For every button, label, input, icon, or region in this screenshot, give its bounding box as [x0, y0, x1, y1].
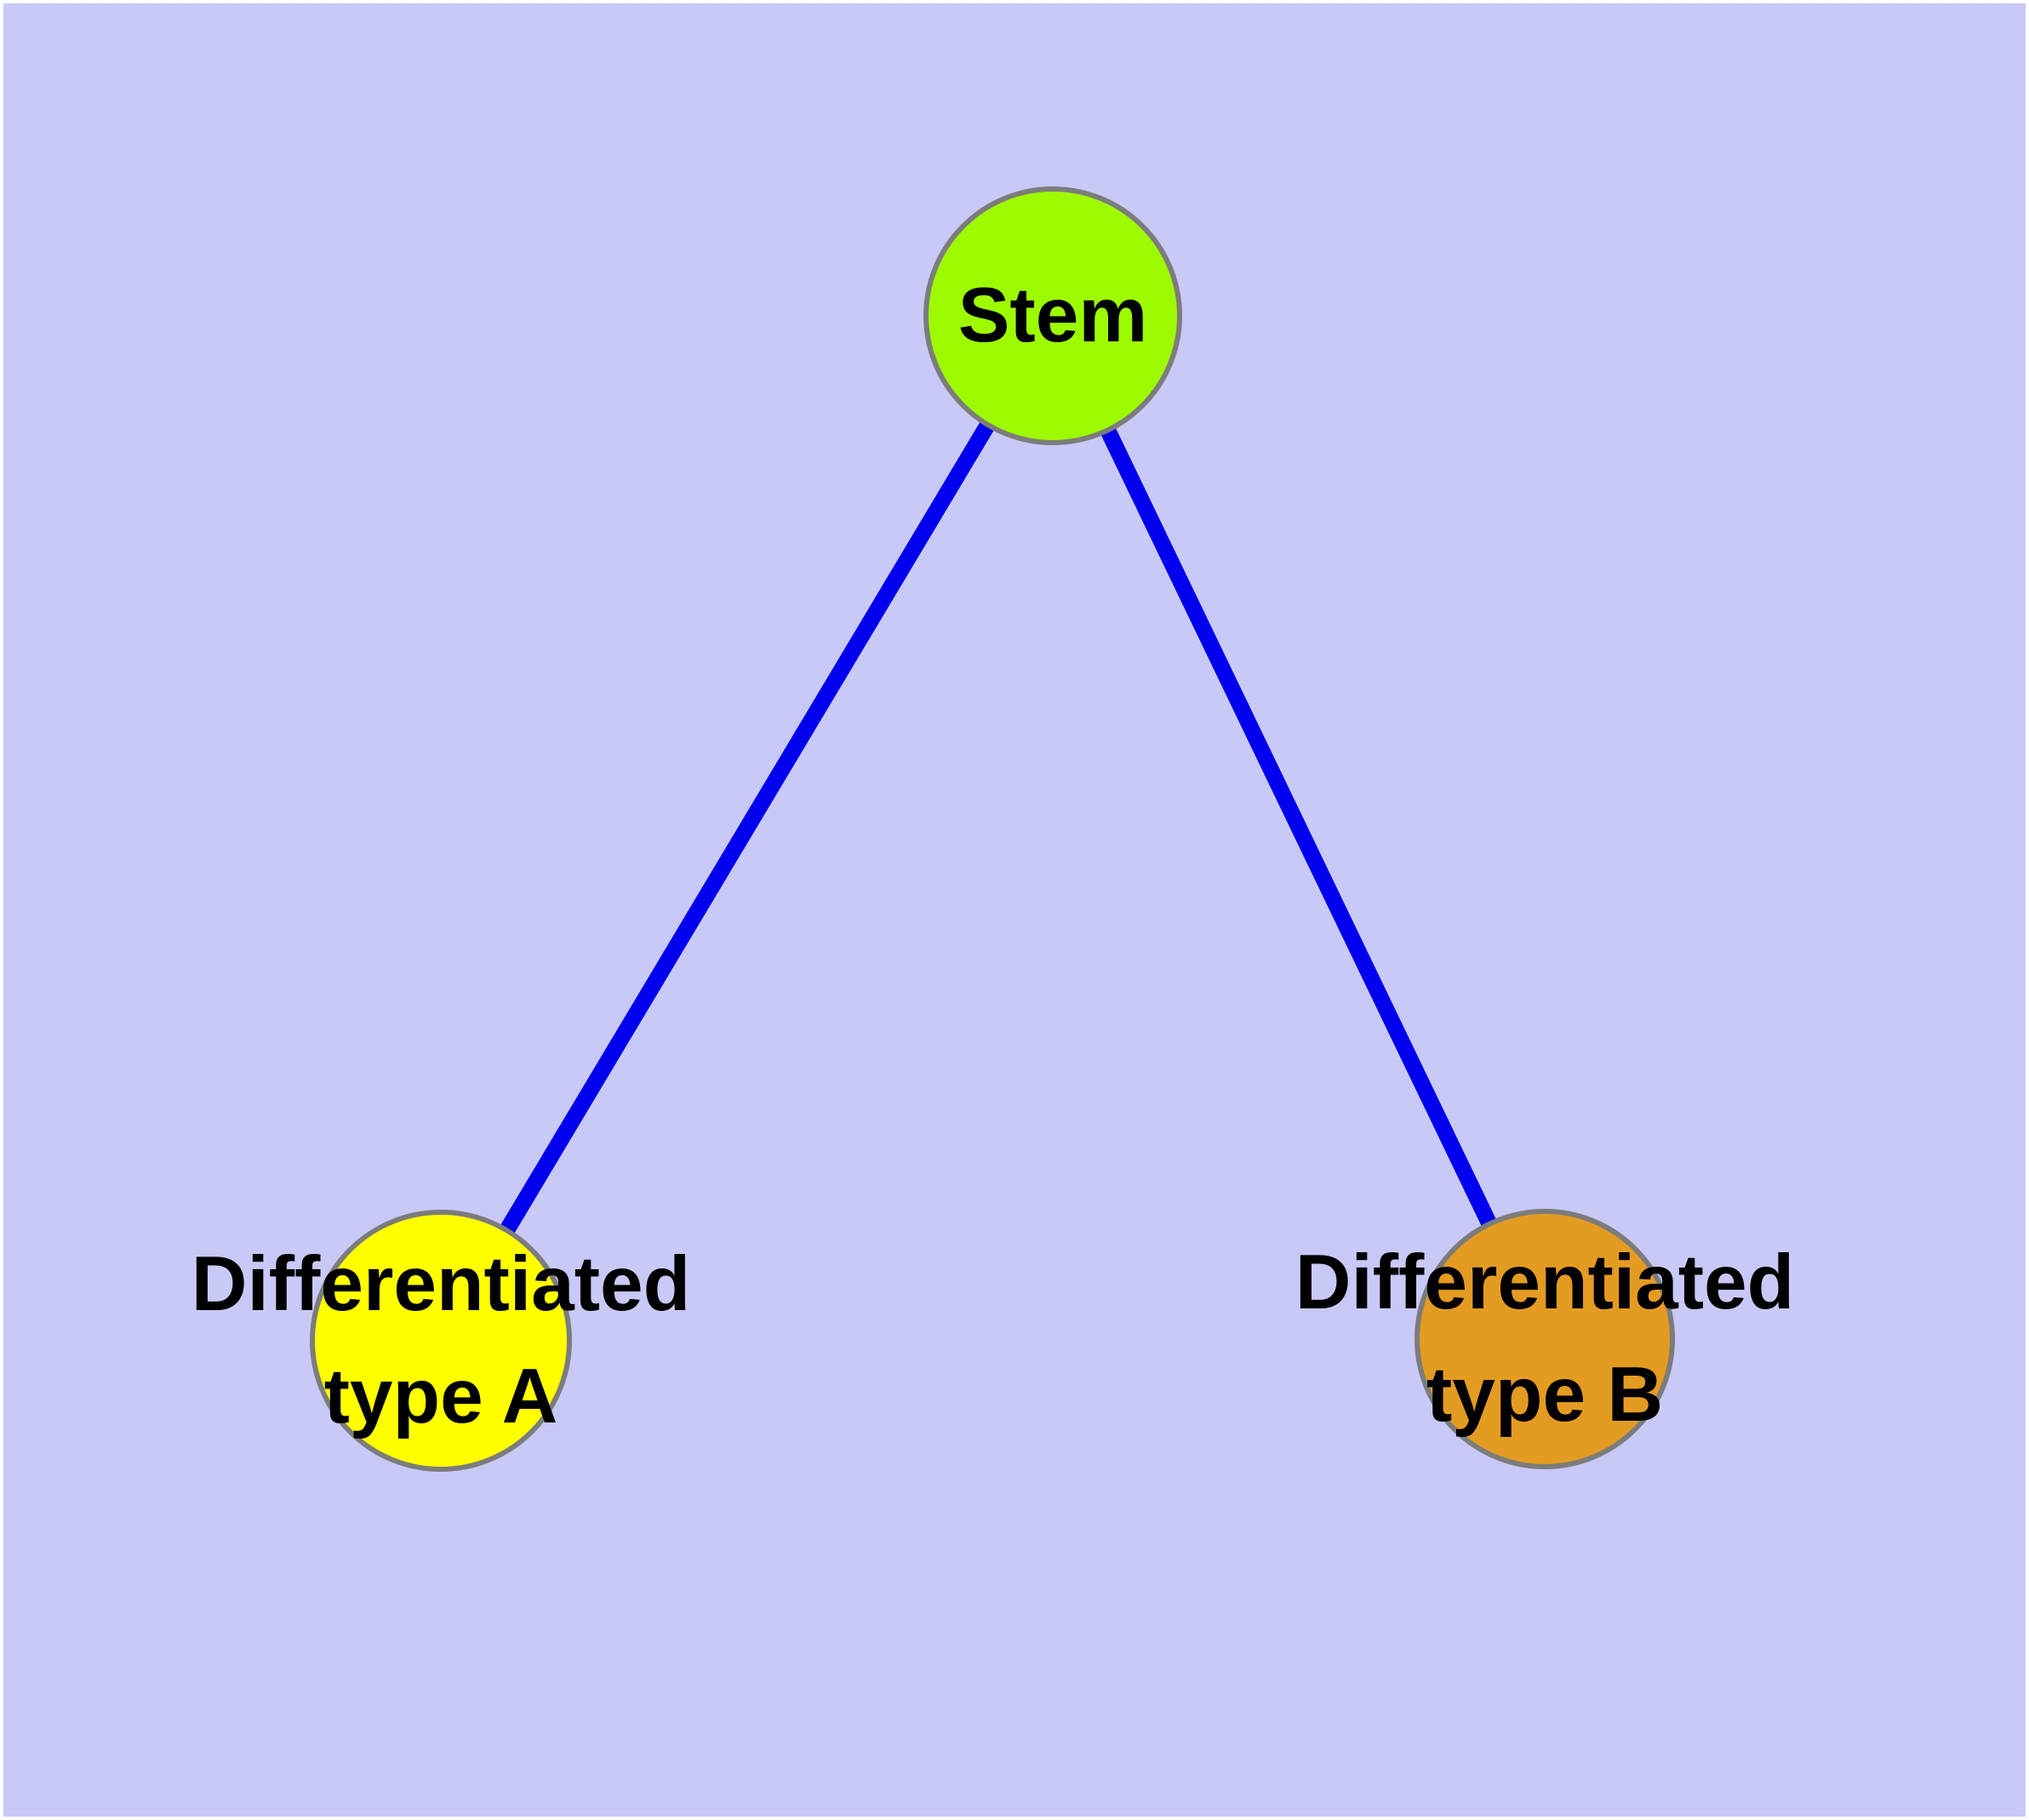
nodes-layer: [310, 186, 1675, 1472]
node-circle-stem: [923, 186, 1182, 445]
node-circle-type-a: [310, 1210, 572, 1472]
edge-stem-type-b: [1045, 312, 1552, 1343]
node-circle-type-b: [1415, 1209, 1675, 1469]
edges-layer: [433, 312, 1552, 1345]
edge-stem-type-a: [433, 312, 1060, 1345]
